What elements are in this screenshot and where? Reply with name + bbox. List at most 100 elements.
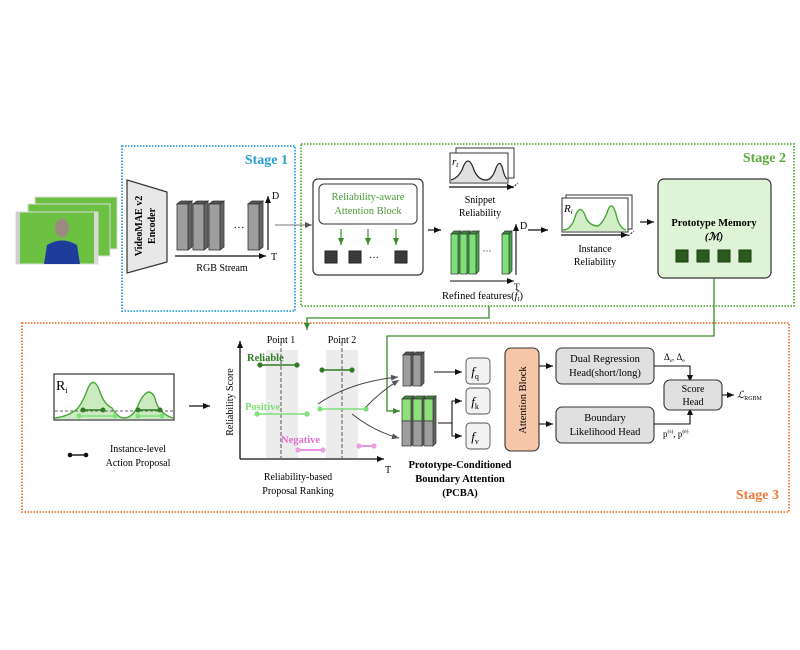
prototype-memory: Prototype Memory (ℳ) [657, 178, 772, 279]
feature-block [191, 200, 210, 251]
refined-axis-d-label: D [520, 221, 527, 232]
attention-block-label: Attention Block [518, 366, 529, 434]
encoder-label-line2: Encoder [147, 207, 158, 244]
refined-axis-t-label: T [514, 282, 520, 292]
ranking-x-label: T [385, 465, 391, 476]
fk-box: fk [465, 387, 491, 415]
token-square [348, 250, 362, 264]
ranking-caption-line1: Reliability-based [264, 472, 332, 483]
person-body [44, 240, 80, 264]
rgb-stream-label: RGB Stream [196, 263, 248, 274]
stage3-title: Stage 3 [736, 488, 779, 503]
svg-text:fv: fv [471, 429, 479, 446]
to-fv-arrow [451, 423, 462, 439]
snippet-reliability-plot: rt Snippet Reliability [449, 147, 519, 219]
positive-proposal [317, 406, 369, 412]
delta-label: Δs, Δe [664, 352, 685, 364]
stage3-box [21, 322, 790, 513]
snippet-label-line1: Snippet [465, 195, 496, 206]
dual-reg-line2: Head(short/long) [569, 368, 641, 379]
refined-to-ranking-connector [304, 306, 490, 330]
feature-block [246, 200, 265, 251]
boundary-prob-label: p(s), p(e) [663, 428, 689, 439]
ranking-caption-line2: Proposal Ranking [262, 486, 333, 497]
memory-to-pcba-connector [386, 278, 715, 414]
negative-proposal [356, 443, 377, 449]
prototype-square [738, 249, 752, 263]
instance-label-line2: Reliability [574, 257, 616, 268]
key-value-feature-blocks [401, 395, 437, 447]
ri-curve-panel: Ri [53, 373, 175, 421]
legend-line1: Instance-level [110, 444, 166, 455]
boundary-likelihood-head: Boundary Likelihood Head [555, 406, 655, 444]
dual-to-score-arrow [654, 365, 693, 382]
token-square [394, 250, 408, 264]
encoder-label-line1: VideoMAE v2 [134, 196, 145, 256]
boundary-to-score-arrow [654, 408, 693, 425]
negative-proposal [295, 447, 326, 453]
input-video-frames [15, 196, 118, 265]
ellipsis: ··· [234, 222, 245, 234]
reliable-proposal [257, 362, 300, 368]
point2-label: Point 2 [328, 335, 357, 346]
proposal-legend: Instance-level Action Proposal [67, 444, 171, 469]
memory-label-line1: Prototype Memory [671, 218, 757, 229]
axis-t-label: T [271, 252, 277, 263]
positive-to-query-arrow [317, 374, 399, 405]
proposal-to-kv-arrow [351, 413, 400, 440]
point1-band [266, 350, 298, 458]
feature-block [207, 200, 226, 251]
refined-block [468, 230, 480, 275]
instance-symbol: Ri [563, 203, 573, 216]
memory-label-line2: (ℳ) [705, 231, 723, 243]
person-head [55, 219, 69, 237]
instance-label-line1: Instance [578, 244, 612, 255]
rgb-feature-blocks: ··· [175, 200, 265, 251]
refined-feature-blocks: ··· [450, 230, 513, 275]
refined-block [501, 230, 513, 275]
svg-text:fq: fq [471, 364, 479, 381]
positive-to-query-arrow [365, 379, 400, 408]
boundary-line2: Likelihood Head [570, 427, 642, 438]
score-line1: Score [682, 384, 705, 395]
prototype-square [717, 249, 731, 263]
point1-label: Point 1 [267, 335, 296, 346]
dual-reg-line1: Dual Regression [570, 354, 640, 365]
stage1-title: Stage 1 [245, 153, 288, 168]
legend-line2: Action Proposal [106, 458, 171, 469]
prototype-square [696, 249, 710, 263]
loss-label: ℒRGBM [737, 390, 763, 402]
rab-label-line2: Attention Block [334, 206, 402, 217]
snippet-label-line2: Reliability [459, 208, 501, 219]
score-line2: Head [682, 397, 703, 408]
positive-label: Positive [245, 402, 280, 413]
to-fk-arrow [438, 398, 462, 424]
videomae-encoder: VideoMAE v2 Encoder [126, 179, 168, 274]
ranking-y-label: Reliability Score [225, 368, 236, 436]
pcba-caption-line3: (PCBA) [442, 488, 478, 499]
rab-label-line1: Reliability-aware [332, 192, 405, 203]
attention-block: Attention Block [504, 347, 540, 452]
feature-block [175, 200, 194, 251]
snippet-symbol: rt [452, 156, 459, 169]
refined-block [450, 230, 462, 275]
ri-symbol: Ri [56, 379, 68, 395]
axis-d-label: D [272, 191, 279, 202]
boundary-line1: Boundary [584, 413, 626, 424]
instance-reliability-plot: Ri Instance Reliability [561, 194, 635, 268]
negative-label: Negative [281, 435, 320, 446]
dual-regression-head: Dual Regression Head(short/long) [555, 347, 655, 385]
token-square [324, 250, 338, 264]
svg-text:fk: fk [471, 394, 479, 411]
fv-box: fv [465, 422, 491, 450]
pcba-caption-line1: Prototype-Conditioned [408, 460, 511, 471]
proposal-ranking-chart: T Reliability Score Point 1 Point 2 Reli… [225, 335, 391, 497]
reliable-proposal [319, 367, 355, 373]
pcba-caption-line2: Boundary Attention [415, 474, 505, 485]
reliability-aware-attention-block: Reliability-aware Attention Block ··· [312, 178, 424, 276]
refined-ellipsis: ··· [483, 246, 492, 256]
positive-proposal [254, 411, 310, 417]
refined-features-label: Refined features(f̃t) [442, 289, 523, 303]
rab-ellipsis: ··· [369, 253, 379, 264]
